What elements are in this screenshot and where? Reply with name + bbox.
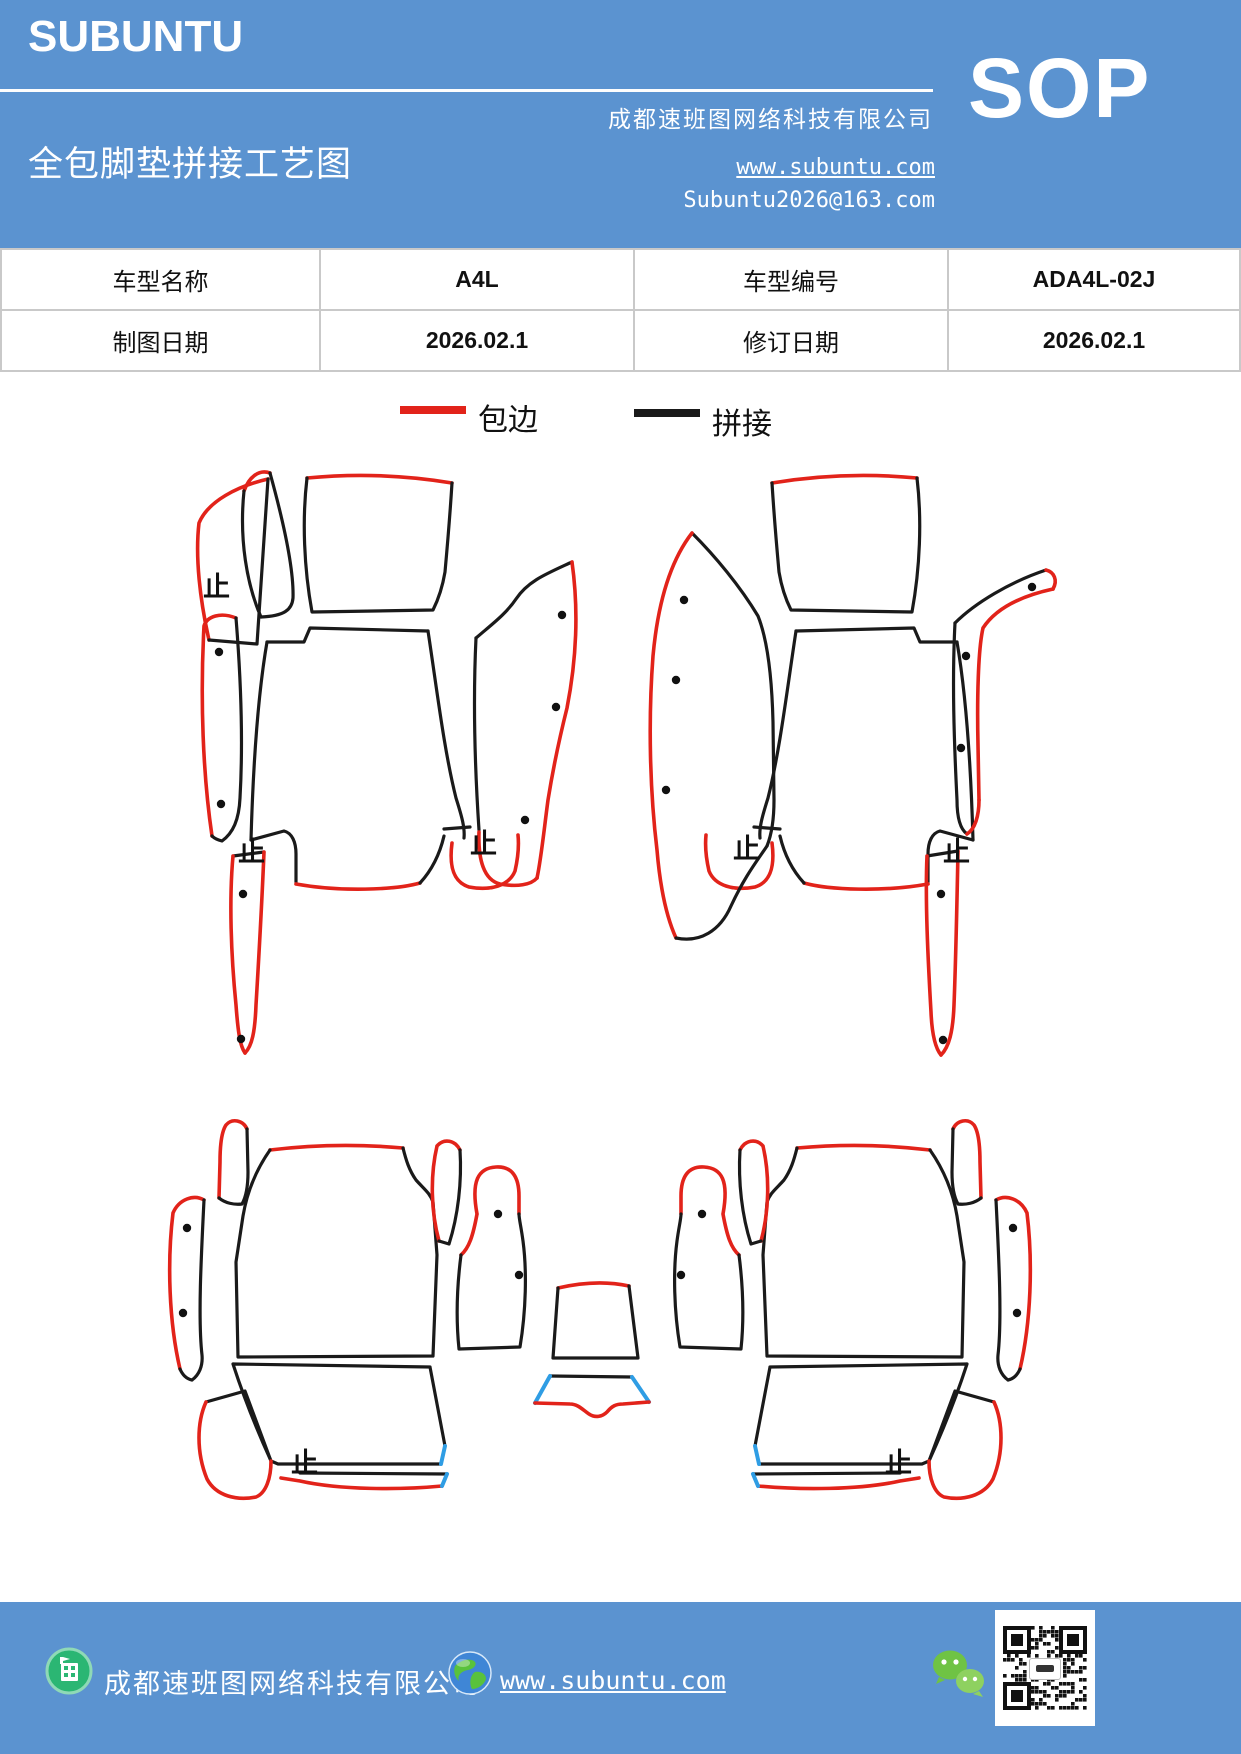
front-left-blade-piece: [472, 560, 578, 888]
stop-marker: 止: [203, 572, 230, 602]
legend: 包边 拼接: [0, 393, 1241, 441]
front-right-blade-piece: [648, 531, 776, 941]
splice-legend-label: 拼接: [712, 408, 772, 441]
stop-marker: 止: [238, 837, 265, 867]
stop-marker: 止: [733, 834, 760, 864]
footer-website-link[interactable]: www.subuntu.com: [500, 1666, 726, 1695]
binding-legend-label: 包边: [478, 404, 538, 437]
revise-date-value: 2026.02.1: [947, 309, 1241, 372]
company-logo: SUBUNTU: [28, 12, 244, 61]
footer-band: 成都速班图网络科技有限公司 www.subuntu.com: [0, 1602, 1241, 1754]
stop-markers: 止 止 止 止 止 止 止: [203, 572, 970, 1478]
footer-company-name: 成都速班图网络科技有限公司: [104, 1669, 481, 1699]
rear-right-mat-group: [672, 1118, 1033, 1501]
draw-date-label: 制图日期: [0, 309, 321, 372]
binding-color-swatch: [400, 406, 466, 414]
front-left-long-strip: [229, 850, 266, 1055]
stop-marker: 止: [291, 1448, 318, 1478]
model-code-label: 车型编号: [633, 248, 949, 311]
page-title: 全包脚垫拼接工艺图: [28, 145, 353, 184]
header-band: SUBUNTU 全包脚垫拼接工艺图 成都速班图网络科技有限公司 SOP www.…: [0, 0, 1241, 248]
header-company-name: 成都速班图网络科技有限公司: [608, 107, 933, 132]
rear-tunnel-piece: [533, 1374, 651, 1419]
front-right-mat-group: [648, 473, 1057, 1057]
qr-code: [995, 1610, 1095, 1726]
header-email: Subuntu2026@163.com: [683, 188, 935, 213]
qr-pattern: [1003, 1626, 1087, 1710]
front-right-hook-strip: [951, 568, 1057, 836]
header-divider: [0, 89, 933, 92]
front-left-mat-group: [195, 470, 578, 1055]
revise-date-label: 修订日期: [633, 309, 949, 372]
stop-marker: 止: [470, 829, 497, 859]
qr-center-logo: [1029, 1658, 1061, 1680]
table-row: 制图日期 2026.02.1 修订日期 2026.02.1: [0, 309, 1241, 372]
front-left-heel-piece: [195, 477, 270, 646]
model-name-label: 车型名称: [0, 248, 321, 311]
model-code-value: ADA4L-02J: [947, 248, 1241, 311]
front-right-long-strip: [924, 849, 960, 1057]
wechat-icon: [933, 1650, 984, 1697]
stop-marker: 止: [943, 837, 970, 867]
front-left-wedge-piece: [240, 470, 295, 619]
vehicle-info-table: 车型名称 A4L 车型编号 ADA4L-02J 制图日期 2026.02.1 修…: [0, 248, 1241, 372]
header-website-link[interactable]: www.subuntu.com: [736, 155, 935, 180]
table-row: 车型名称 A4L 车型编号 ADA4L-02J: [0, 248, 1241, 311]
rivet-dots: [661, 582, 1037, 1045]
model-name-value: A4L: [319, 248, 635, 311]
rivet-dots: [214, 610, 567, 1044]
splice-color-swatch: [634, 409, 700, 417]
stop-marker: 止: [885, 1448, 912, 1478]
front-left-side-strip: [200, 613, 243, 843]
rear-left-mat-group: [167, 1118, 528, 1501]
rear-center-piece: [551, 1281, 640, 1360]
draw-date-value: 2026.02.1: [319, 309, 635, 372]
building-icon: [45, 1647, 93, 1695]
globe-icon: [448, 1651, 492, 1695]
